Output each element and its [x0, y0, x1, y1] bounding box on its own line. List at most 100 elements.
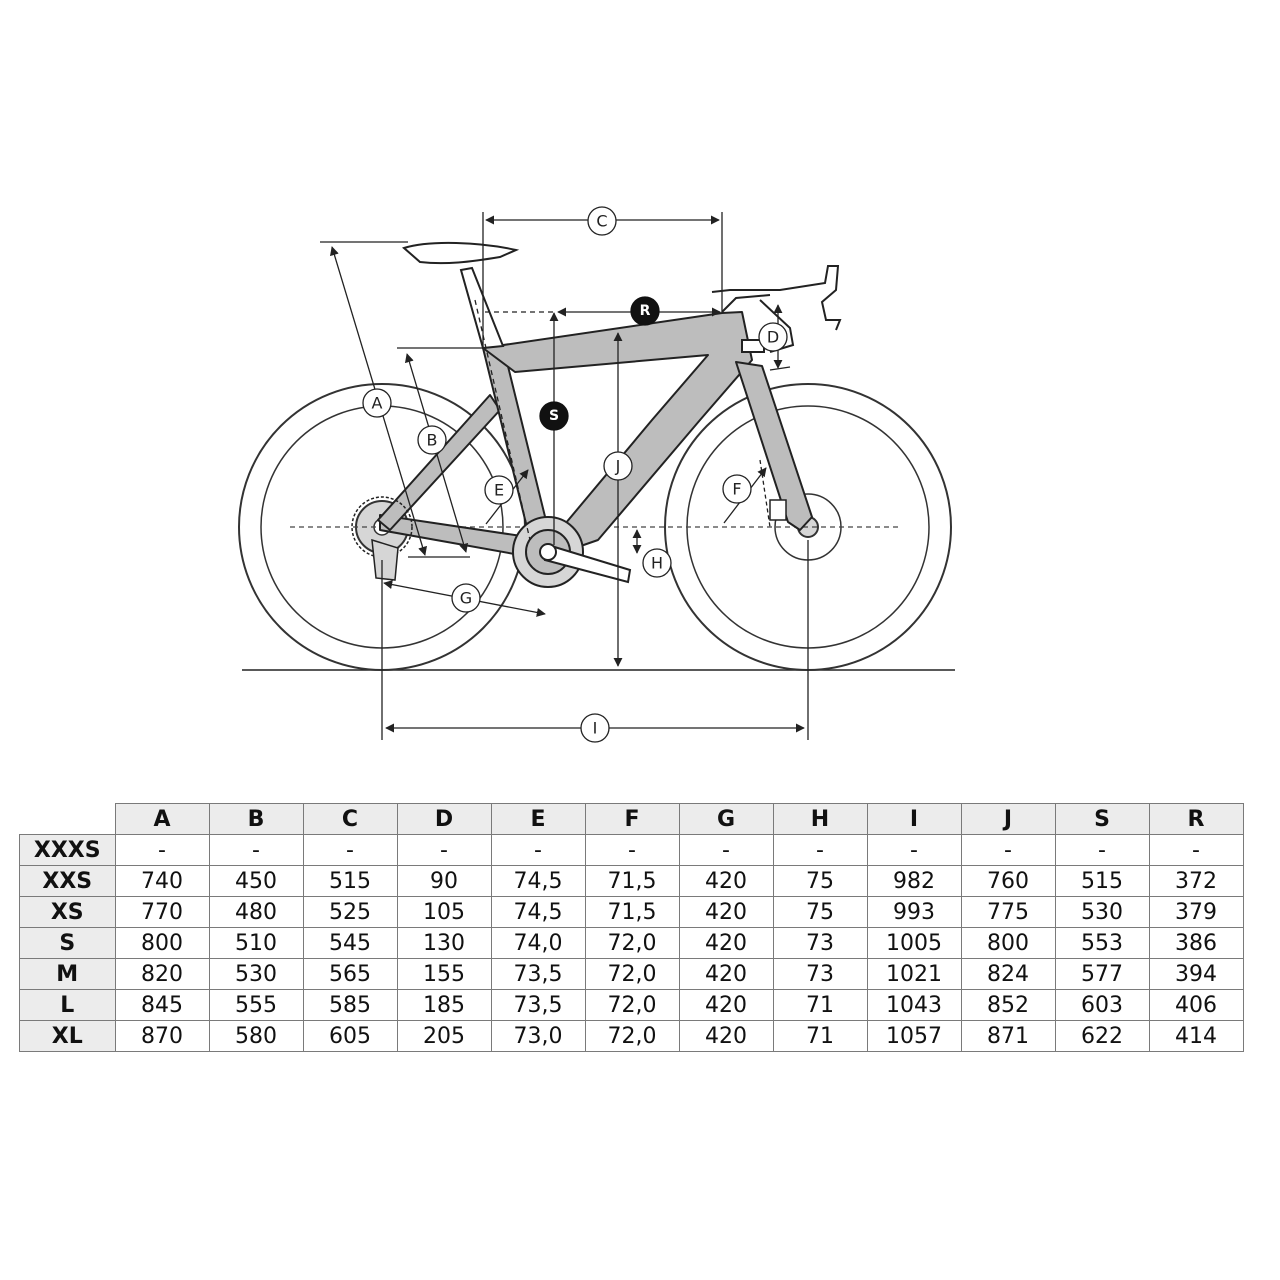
- col-header: A: [114, 803, 210, 835]
- table-cell: 130: [396, 927, 492, 959]
- table-cell: 770: [114, 896, 210, 928]
- table-cell: 510: [208, 927, 304, 959]
- col-header: R: [1148, 803, 1244, 835]
- table-cell: 580: [208, 1020, 304, 1052]
- table-cell: 386: [1148, 927, 1244, 959]
- table-cell: 185: [396, 989, 492, 1021]
- table-cell: 1005: [866, 927, 962, 959]
- table-cell: 406: [1148, 989, 1244, 1021]
- table-cell: 73: [772, 927, 868, 959]
- svg-text:B: B: [427, 431, 438, 450]
- table-cell: 90: [396, 865, 492, 897]
- table-cell: 372: [1148, 865, 1244, 897]
- table-cell: 760: [960, 865, 1056, 897]
- table-cell: -: [960, 834, 1056, 866]
- svg-text:I: I: [593, 719, 598, 738]
- marker-R: R: [630, 296, 660, 326]
- table-cell: 845: [114, 989, 210, 1021]
- marker-E: E: [484, 475, 514, 505]
- crankset: [512, 516, 632, 588]
- table-cell: 414: [1148, 1020, 1244, 1052]
- table-cell: 800: [114, 927, 210, 959]
- table-cell: 545: [302, 927, 398, 959]
- table-cell: -: [866, 834, 962, 866]
- table-cell: 515: [302, 865, 398, 897]
- table-cell: 420: [678, 1020, 774, 1052]
- table-cell: 420: [678, 896, 774, 928]
- col-header: B: [208, 803, 304, 835]
- table-cell: 525: [302, 896, 398, 928]
- col-header: G: [678, 803, 774, 835]
- marker-G: G: [451, 583, 481, 613]
- table-cell: 530: [208, 958, 304, 990]
- table-cell: 105: [396, 896, 492, 928]
- table-header-row: A B C D E F G H I J S R: [19, 803, 1244, 835]
- table-cell: -: [114, 834, 210, 866]
- svg-text:D: D: [767, 328, 779, 347]
- col-header: D: [396, 803, 492, 835]
- svg-text:G: G: [460, 589, 472, 608]
- table-cell: -: [1054, 834, 1150, 866]
- svg-text:E: E: [494, 481, 504, 500]
- table-cell: 824: [960, 958, 1056, 990]
- table-cell: 871: [960, 1020, 1056, 1052]
- table-cell: 394: [1148, 958, 1244, 990]
- table-cell: 73: [772, 958, 868, 990]
- col-header: F: [584, 803, 680, 835]
- table-cell: 72,0: [584, 1020, 680, 1052]
- marker-B: B: [417, 425, 447, 455]
- table-cell: 555: [208, 989, 304, 1021]
- table-cell: 74,5: [490, 865, 586, 897]
- table-cell: 420: [678, 927, 774, 959]
- table-cell: 75: [772, 896, 868, 928]
- bike-geometry-diagram: A B C D E F G H I J S R: [238, 206, 955, 743]
- table-cell: 73,5: [490, 989, 586, 1021]
- svg-text:A: A: [372, 394, 383, 413]
- row-header: S: [19, 927, 116, 959]
- table-cell: 155: [396, 958, 492, 990]
- table-cell: -: [208, 834, 304, 866]
- table-cell: 73,0: [490, 1020, 586, 1052]
- seatpost-saddle: [401, 241, 520, 350]
- col-header: I: [866, 803, 962, 835]
- table-cell: 740: [114, 865, 210, 897]
- table-cell: 553: [1054, 927, 1150, 959]
- marker-S: S: [539, 401, 569, 431]
- marker-A: A: [362, 388, 392, 418]
- table-cell: -: [1148, 834, 1244, 866]
- table-cell: 73,5: [490, 958, 586, 990]
- marker-C: C: [587, 206, 617, 236]
- table-cell: 1057: [866, 1020, 962, 1052]
- table-cell: 622: [1054, 1020, 1150, 1052]
- table-cell: 852: [960, 989, 1056, 1021]
- table-cell: 71: [772, 1020, 868, 1052]
- marker-J: J: [603, 451, 633, 481]
- marker-H: H: [642, 548, 672, 578]
- table-cell: -: [584, 834, 680, 866]
- brake-caliper: [769, 499, 787, 521]
- row-header: M: [19, 958, 116, 990]
- table-cell: 577: [1054, 958, 1150, 990]
- table-cell: 379: [1148, 896, 1244, 928]
- col-header: J: [960, 803, 1056, 835]
- marker-F: F: [722, 474, 752, 504]
- marker-I: I: [580, 713, 610, 743]
- table-cell: -: [396, 834, 492, 866]
- svg-text:R: R: [640, 303, 651, 319]
- col-header: E: [490, 803, 586, 835]
- table-cell: -: [490, 834, 586, 866]
- table-row: XXXS------------: [19, 834, 1244, 866]
- row-header: XXS: [19, 865, 116, 897]
- table-cell: 420: [678, 865, 774, 897]
- table-cell: 605: [302, 1020, 398, 1052]
- table-cell: 74,0: [490, 927, 586, 959]
- table-cell: 450: [208, 865, 304, 897]
- table-cell: 870: [114, 1020, 210, 1052]
- table-cell: 72,0: [584, 989, 680, 1021]
- table-cell: 1043: [866, 989, 962, 1021]
- table-cell: 800: [960, 927, 1056, 959]
- table-cell: 982: [866, 865, 962, 897]
